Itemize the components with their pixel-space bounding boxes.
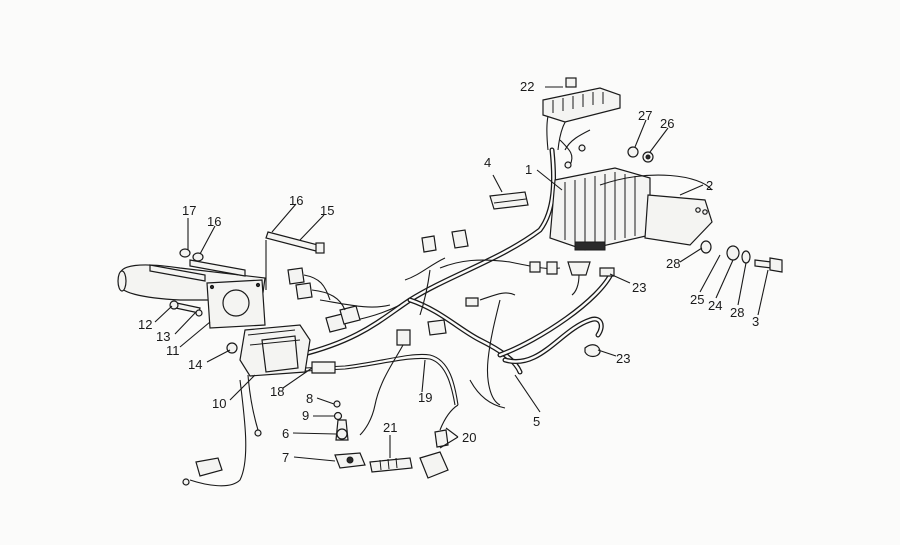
callout-25: 25: [690, 292, 704, 307]
spark-plug-21: [369, 457, 413, 473]
callout-8: 8: [306, 391, 313, 406]
callout-labels: 22 1 2 4 27 26 28 25 24 28 3 23 23 5 17 …: [138, 79, 759, 465]
mounting-bracket: [599, 174, 713, 246]
plug-cap-20: [419, 404, 459, 479]
clip-23: [584, 344, 601, 358]
callout-17: 17: [182, 203, 196, 218]
sensor-6-9: [333, 400, 349, 441]
callout-26: 26: [660, 116, 674, 131]
callout-7: 7: [282, 450, 289, 465]
callout-23a: 23: [632, 280, 646, 295]
harness-connectors: [287, 229, 558, 336]
relay: [489, 191, 529, 210]
callout-12: 12: [138, 317, 152, 332]
callout-18: 18: [270, 384, 284, 399]
callout-4: 4: [484, 155, 491, 170]
callout-14: 14: [188, 357, 202, 372]
callout-20: 20: [462, 430, 476, 445]
callout-3: 3: [752, 314, 759, 329]
callout-1: 1: [525, 162, 532, 177]
main-harness: [297, 147, 615, 409]
callout-19: 19: [418, 390, 432, 405]
callout-28b: 28: [730, 305, 744, 320]
grommets-26-27: [627, 146, 654, 163]
small-connector-23: [567, 261, 615, 296]
callout-24: 24: [708, 298, 722, 313]
ignition-coil: [226, 324, 311, 377]
callout-9: 9: [302, 408, 309, 423]
bolt-15: [265, 231, 325, 290]
callout-28a: 28: [666, 256, 680, 271]
lower-left-lead: [182, 374, 262, 487]
callout-22: 22: [520, 79, 534, 94]
callout-13: 13: [156, 329, 170, 344]
bolt-12-13: [169, 300, 203, 317]
callout-2: 2: [706, 178, 713, 193]
callout-16a: 16: [207, 214, 221, 229]
callout-16b: 16: [289, 193, 303, 208]
regulator-wires: [546, 99, 591, 169]
callout-6: 6: [282, 426, 289, 441]
mounting-hardware: [700, 240, 783, 273]
callout-11: 11: [166, 343, 180, 358]
callout-27: 27: [638, 108, 652, 123]
callout-23b: 23: [616, 351, 630, 366]
callout-15: 15: [320, 203, 334, 218]
callout-21: 21: [383, 420, 397, 435]
gasket-7: [334, 452, 366, 469]
rods-16-17: [149, 248, 246, 282]
callout-10: 10: [212, 396, 226, 411]
fuse-box: [542, 77, 621, 123]
leader-lines: [154, 86, 769, 462]
plate-11: [206, 279, 266, 329]
sensor-cable-18: [304, 329, 459, 436]
voltage-regulator: [549, 167, 651, 251]
callout-5: 5: [533, 414, 540, 429]
